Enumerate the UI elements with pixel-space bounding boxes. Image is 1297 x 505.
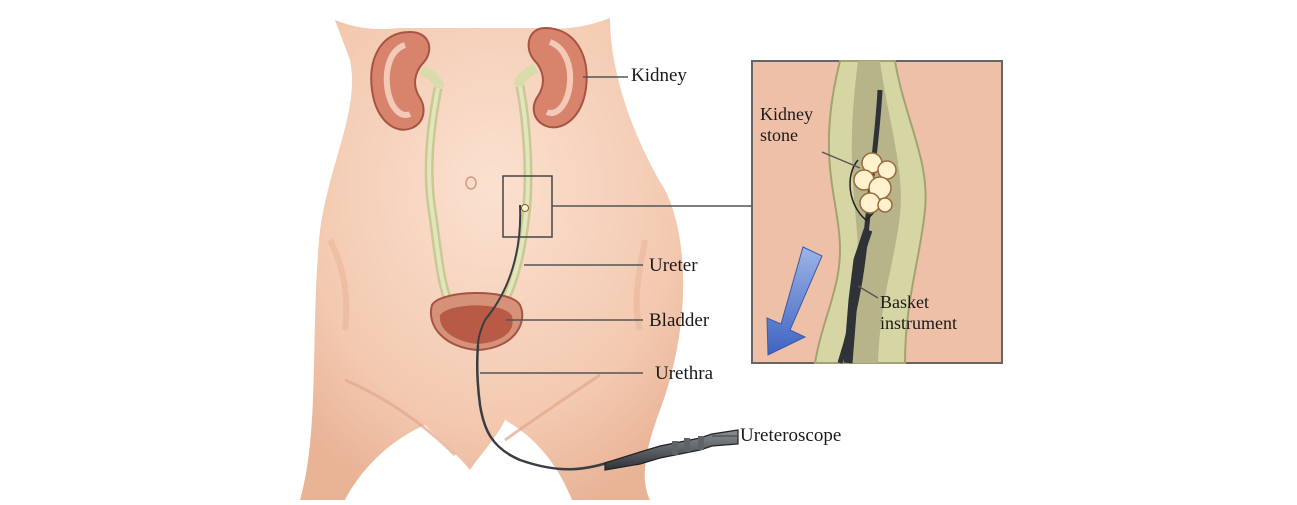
label-basket-line2: instrument [880,313,957,333]
label-kidney: Kidney [631,65,687,86]
torso [300,18,684,500]
inset-panel [751,60,1003,364]
label-kidney-stone: Kidney stone [760,104,813,146]
label-basket-instrument: Basket instrument [880,292,957,334]
bladder [429,292,524,352]
label-kidney-stone-line2: stone [760,125,798,145]
kidney-right [513,26,588,129]
leader-basket [857,285,879,299]
label-basket-line1: Basket [880,292,929,312]
down-left-arrow-icon [766,246,823,356]
label-bladder: Bladder [649,310,710,331]
ureteroscope [475,204,739,471]
label-kidney-stone-line1: Kidney [760,104,813,124]
leader-stone [821,151,861,169]
label-urethra: Urethra [655,363,714,384]
navel [465,176,477,190]
label-ureteroscope: Ureteroscope [740,425,842,446]
kidney-left [370,30,445,131]
kidney-stone [853,152,897,214]
leader-lines [480,76,879,437]
label-ureter: Ureter [649,255,698,276]
ureters [424,85,533,303]
